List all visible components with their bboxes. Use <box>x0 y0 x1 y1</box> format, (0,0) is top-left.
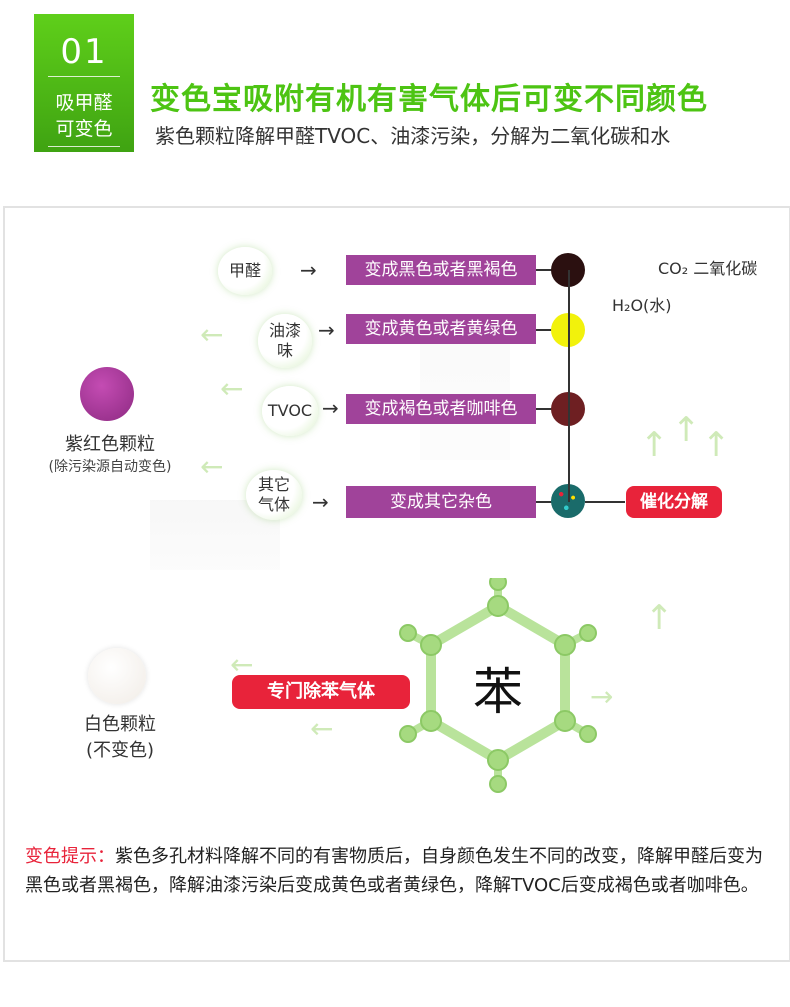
rising-arrow-icon: ↑ <box>702 425 731 465</box>
headline: 变色宝吸附有机有害气体后可变不同颜色 <box>150 82 708 117</box>
source-other-gas: 其它气体 <box>246 470 302 520</box>
connector-line <box>536 408 552 410</box>
badge-divider-bottom <box>48 146 120 147</box>
rising-arrow-icon: ↑ <box>672 410 701 450</box>
result-box-other: 变成其它杂色 <box>346 486 536 518</box>
drift-arrow-icon: ← <box>200 318 224 351</box>
arrow-icon: → <box>322 396 339 420</box>
source-tvoc-label: TVOC <box>267 401 313 420</box>
arrow-icon: → <box>318 318 335 342</box>
color-change-tip: 变色提示：紫色多孔材料降解不同的有害物质后，自身颜色发生不同的改变，降解甲醛后变… <box>25 842 770 900</box>
source-formaldehyde: 甲醛 <box>218 247 272 295</box>
catalytic-decomposition-badge: 催化分解 <box>626 486 722 518</box>
result-box-paint: 变成黄色或者黄绿色 <box>346 314 536 344</box>
result-box-tvoc: 变成褐色或者咖啡色 <box>346 394 536 424</box>
white-granule-note: (不变色) <box>85 740 155 761</box>
badge-title-line-2: 可变色 <box>55 118 113 140</box>
vertical-connector <box>568 270 570 502</box>
source-tvoc: TVOC <box>262 386 318 436</box>
purple-granule-note: (除污染源自动变色) <box>48 459 172 475</box>
benzene-removal-badge: 专门除苯气体 <box>232 675 410 709</box>
source-other-gas-label: 其它气体 <box>257 475 290 514</box>
badge-divider <box>48 76 120 77</box>
catalytic-connector <box>585 501 625 503</box>
badge-number: 01 <box>60 32 108 72</box>
badge-title-line-1: 吸甲醛 <box>55 92 113 114</box>
h2o-label: H₂O(水) <box>612 296 672 315</box>
source-formaldehyde-label: 甲醛 <box>228 261 261 280</box>
arrow-icon: → <box>312 490 329 514</box>
drift-arrow-icon: ← <box>220 372 244 405</box>
purple-granule-label: 紫红色颗粒 <box>65 434 155 455</box>
co2-label: CO₂ 二氧化碳 <box>658 259 758 278</box>
connector-line <box>536 269 552 271</box>
connector-line <box>536 501 552 503</box>
section-badge: 01 吸甲醛 可变色 <box>34 14 134 152</box>
drift-arrow-icon: ← <box>230 648 254 681</box>
drift-arrow-icon: ← <box>200 450 224 483</box>
subline: 紫色颗粒降解甲醛TVOC、油漆污染，分解为二氧化碳和水 <box>155 124 671 148</box>
color-dot-mixed <box>551 484 585 518</box>
source-paint-odor-label: 油漆味 <box>268 321 301 360</box>
result-box-formaldehyde: 变成黑色或者黑褐色 <box>346 255 536 285</box>
source-paint-odor: 油漆味 <box>258 314 312 368</box>
purple-granule <box>80 367 134 421</box>
tip-key: 变色提示： <box>25 846 115 867</box>
drift-arrow-icon: → <box>590 680 614 713</box>
benzene-char: 苯 <box>473 663 523 721</box>
connector-line <box>536 329 552 331</box>
rising-arrow-icon: ↑ <box>640 425 669 465</box>
arrow-icon: → <box>300 258 317 282</box>
white-granule <box>88 648 146 704</box>
white-granule-label: 白色颗粒 <box>84 714 156 735</box>
tip-text: 紫色多孔材料降解不同的有害物质后，自身颜色发生不同的改变，降解甲醛后变为黑色或者… <box>25 846 763 896</box>
rising-arrow-icon: ↑ <box>645 598 674 638</box>
drift-arrow-icon: ← <box>310 712 334 745</box>
benzene-molecule-icon <box>399 578 597 793</box>
badge-title: 吸甲醛 可变色 <box>34 90 134 142</box>
